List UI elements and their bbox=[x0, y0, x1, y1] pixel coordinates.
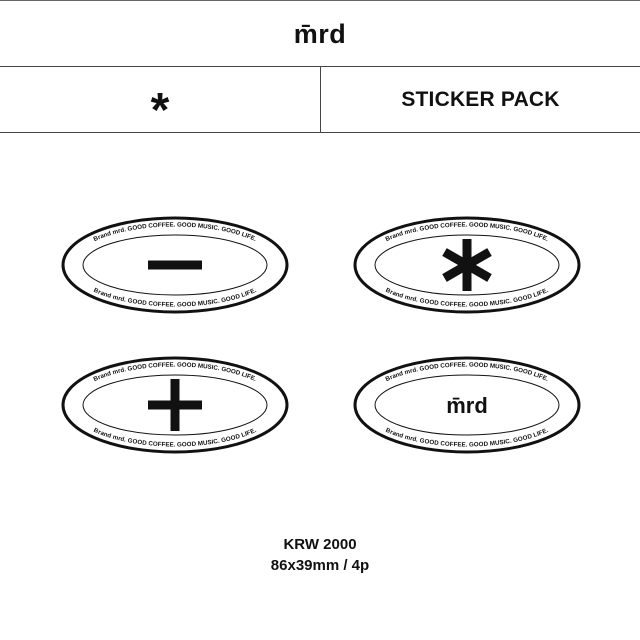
page-title: STICKER PACK bbox=[401, 87, 560, 111]
sticker-graphic: Brand mrd. GOOD COFFEE. GOOD MUSIC. GOOD… bbox=[61, 356, 289, 454]
title-bar: * STICKER PACK bbox=[0, 67, 640, 137]
plus-icon bbox=[148, 379, 202, 431]
symbol-cell: * bbox=[0, 67, 321, 137]
brand-logo-mark: m̄rd bbox=[446, 393, 488, 418]
sticker-graphic: Brand mrd. GOOD COFFEE. GOOD MUSIC. GOOD… bbox=[61, 216, 289, 314]
price-label: KRW 2000 bbox=[283, 536, 357, 553]
asterisk-icon: * bbox=[150, 83, 170, 137]
brand-logo: m̄rd bbox=[293, 19, 347, 49]
sticker-inner-ring bbox=[374, 374, 560, 436]
title-cell: STICKER PACK bbox=[321, 67, 640, 132]
sticker-inner-ring bbox=[374, 234, 560, 296]
sticker-graphic: Brand mrd. GOOD COFFEE. GOOD MUSIC. GOOD… bbox=[353, 356, 581, 454]
asterisk-icon bbox=[442, 239, 492, 291]
minus-icon bbox=[148, 260, 202, 270]
sticker-plus: Brand mrd. GOOD COFFEE. GOOD MUSIC. GOOD… bbox=[60, 355, 290, 455]
sticker-graphic: Brand mrd. GOOD COFFEE. GOOD MUSIC. GOOD… bbox=[353, 216, 581, 314]
sticker-logo: Brand mrd. GOOD COFFEE. GOOD MUSIC. GOOD… bbox=[352, 355, 582, 455]
sticker-minus: Brand mrd. GOOD COFFEE. GOOD MUSIC. GOOD… bbox=[60, 215, 290, 315]
sticker-asterisk: Brand mrd. GOOD COFFEE. GOOD MUSIC. GOOD… bbox=[352, 215, 582, 315]
header-bar: m̄rd bbox=[0, 0, 640, 67]
sticker-inner-ring bbox=[82, 374, 268, 436]
size-label: 86x39mm / 4p bbox=[270, 557, 370, 574]
sticker-inner-ring bbox=[82, 234, 268, 296]
